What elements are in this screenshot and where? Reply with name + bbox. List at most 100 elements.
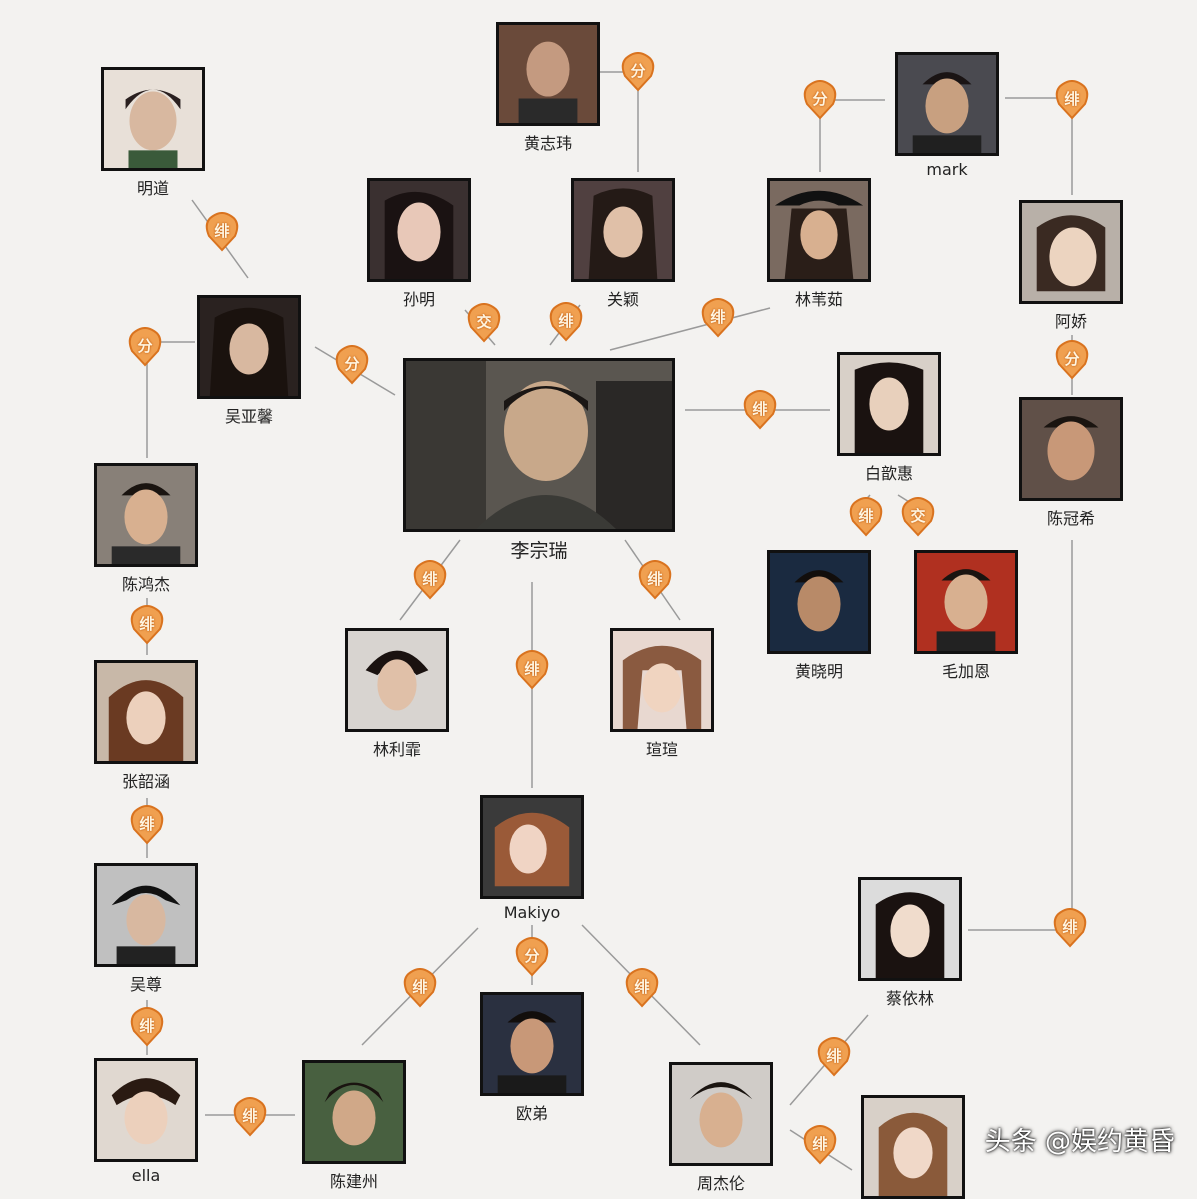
tag-fei: 绯 (513, 650, 551, 690)
person-name: 明道 (136, 179, 169, 198)
person-name: 黄志玮 (523, 134, 572, 153)
tag-fei: 绯 (801, 1125, 839, 1165)
portrait-image (767, 178, 871, 282)
person-node-linlifei: 林利霏 (337, 628, 457, 760)
tag-fei: 绯 (128, 605, 166, 645)
person-node-caiyilin: 蔡依林 (850, 877, 970, 1009)
portrait-image (861, 1095, 965, 1199)
center-person-name: 李宗瑞 (510, 540, 568, 562)
portrait-image (837, 352, 941, 456)
tag-fei: 绯 (815, 1037, 853, 1077)
person-node-mark: mark (887, 52, 1007, 179)
tag-fei: 绯 (1053, 80, 1091, 120)
tag-fei: 绯 (699, 298, 737, 338)
person-name: 陈建州 (329, 1172, 378, 1191)
person-node-makiyo: Makiyo (472, 795, 592, 922)
portrait-image (669, 1062, 773, 1166)
portrait-image (571, 178, 675, 282)
tag-jiao: 交 (465, 303, 503, 343)
person-name: 林苇茹 (794, 290, 843, 309)
portrait-image (480, 795, 584, 899)
portrait-image (94, 660, 198, 764)
portrait-image (895, 52, 999, 156)
person-node-zhoujielun: 周杰伦 (661, 1062, 781, 1194)
person-name: 孙明 (402, 290, 435, 309)
person-name: 阿娇 (1054, 312, 1087, 331)
tag-fen: 分 (513, 937, 551, 977)
tag-fei: 绯 (623, 968, 661, 1008)
person-node-huangzhiwei: 黄志玮 (488, 22, 608, 154)
person-node-oudi: 欧弟 (472, 992, 592, 1124)
tag-fen: 分 (801, 80, 839, 120)
portrait-image (610, 628, 714, 732)
tag-jiao: 交 (899, 497, 937, 537)
portrait-image (1019, 397, 1123, 501)
tag-fei: 绯 (411, 560, 449, 600)
person-name: 林利霏 (372, 740, 421, 759)
center-portrait-image (403, 358, 675, 532)
tag-fen: 分 (619, 52, 657, 92)
person-name: Makiyo (503, 903, 561, 922)
person-name: 白歆惠 (864, 464, 913, 483)
portrait-image (1019, 200, 1123, 304)
person-name: ella (131, 1166, 161, 1185)
portrait-image (94, 463, 198, 567)
tag-fei: 绯 (231, 1097, 269, 1137)
tag-fei: 绯 (401, 968, 439, 1008)
portrait-image (858, 877, 962, 981)
portrait-image (914, 550, 1018, 654)
portrait-image (94, 1058, 198, 1162)
center-person-node: 李宗瑞 (403, 358, 675, 563)
person-name: 陈鸿杰 (121, 575, 170, 594)
person-node-huangxiaoming: 黄晓明 (759, 550, 879, 682)
person-node-zhangshaohan: 张韶涵 (86, 660, 206, 792)
person-node-sunming: 孙明 (359, 178, 479, 310)
person-name: 陈冠希 (1046, 509, 1095, 528)
tag-fei: 绯 (1051, 908, 1089, 948)
person-node-partial-bottom-right (853, 1095, 973, 1199)
portrait-image (197, 295, 301, 399)
tag-fei: 绯 (547, 302, 585, 342)
person-node-ella: ella (86, 1058, 206, 1185)
person-name: 吴亚馨 (224, 407, 273, 426)
person-node-chenhongjie: 陈鸿杰 (86, 463, 206, 595)
portrait-image (345, 628, 449, 732)
person-node-baixinhui: 白歆惠 (829, 352, 949, 484)
tag-fei: 绯 (128, 1007, 166, 1047)
person-name: 瑄瑄 (645, 740, 678, 759)
person-name: 关颖 (606, 290, 639, 309)
portrait-image (480, 992, 584, 1096)
person-node-maojiaen: 毛加恩 (906, 550, 1026, 682)
watermark: 头条 @娱约黄昏 (984, 1127, 1175, 1157)
person-node-linweiru: 林苇茹 (759, 178, 879, 310)
person-node-xuanxuan: 瑄瑄 (602, 628, 722, 760)
tag-fei: 绯 (741, 390, 779, 430)
person-node-wuyaxin: 吴亚馨 (189, 295, 309, 427)
person-name: 黄晓明 (794, 662, 843, 681)
person-name: 蔡依林 (885, 989, 934, 1008)
portrait-image (94, 863, 198, 967)
person-name: 张韶涵 (121, 772, 170, 791)
portrait-image (302, 1060, 406, 1164)
tag-fei: 绯 (636, 560, 674, 600)
person-node-mingdao: 明道 (93, 67, 213, 199)
person-node-chenguanxi: 陈冠希 (1011, 397, 1131, 529)
tag-fei: 绯 (847, 497, 885, 537)
tag-fei: 绯 (203, 212, 241, 252)
portrait-image (101, 67, 205, 171)
tag-fen: 分 (333, 345, 371, 385)
person-name: 毛加恩 (941, 662, 990, 681)
tag-fei: 绯 (128, 805, 166, 845)
person-name: 欧弟 (515, 1104, 548, 1123)
person-name: 周杰伦 (696, 1174, 745, 1193)
person-node-ajiao: 阿娇 (1011, 200, 1131, 332)
person-name: 吴尊 (129, 975, 162, 994)
tag-fen: 分 (1053, 340, 1091, 380)
person-node-chenjianzhou: 陈建州 (294, 1060, 414, 1192)
person-node-wuzun: 吴尊 (86, 863, 206, 995)
portrait-image (367, 178, 471, 282)
person-node-guanying: 关颖 (563, 178, 683, 310)
person-name: mark (926, 160, 968, 179)
portrait-image (767, 550, 871, 654)
portrait-image (496, 22, 600, 126)
